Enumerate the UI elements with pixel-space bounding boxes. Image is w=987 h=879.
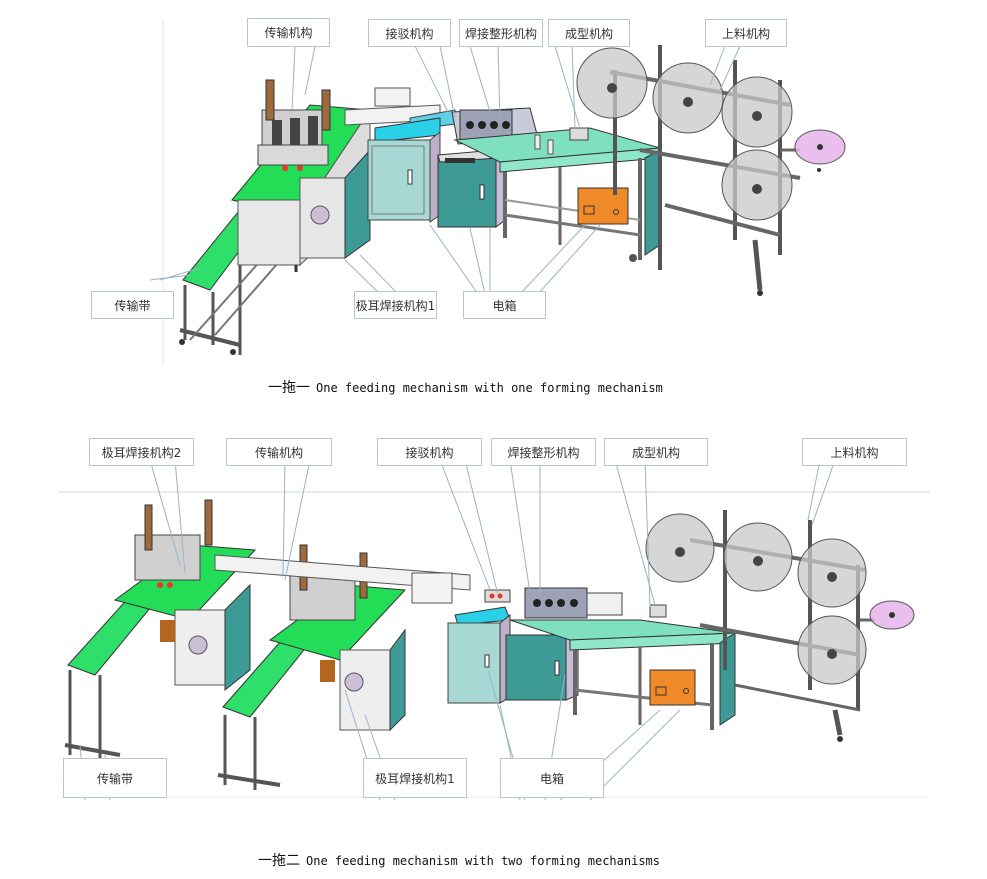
machine-illustration-one-to-two [58,459,930,801]
forming-station [231,79,371,272]
caption-cn: 一拖一 [268,380,310,396]
callout-forming-mechanism: 成型机构 [548,19,630,47]
callout-splicing-mechanism: 接驳机构 [377,438,482,466]
machine-illustration-one-to-one [149,20,846,365]
electric-cabinet-glass [367,117,441,223]
caption-one-to-two: 一拖二 One feeding mechanism with two formin… [258,850,660,870]
forming-table [509,604,736,730]
caption-en: One feeding mechanism with two forming m… [306,854,661,868]
transfer-rail [214,554,511,604]
forming-table [453,127,661,262]
transfer-rail [344,87,456,131]
callout-forming-mechanism: 成型机构 [604,438,708,466]
callout-conveyor-belt: 传输带 [91,291,174,319]
caption-one-to-one: 一拖一 One feeding mechanism with one formin… [268,377,663,397]
caption-cn: 一拖二 [258,853,300,869]
callout-transfer-mechanism: 传输机构 [226,438,332,466]
callout-weld-shaping-mechanism: 焊接整形机构 [491,438,596,466]
callout-conveyor-belt: 传输带 [63,758,167,798]
feeding-rack [645,510,915,742]
weld-shaping-unit [524,587,623,619]
callout-splicing-mechanism: 接驳机构 [368,19,451,47]
callout-electric-box: 电箱 [463,291,546,319]
callout-ear-loop-welding-2: 极耳焊接机构2 [89,438,194,466]
callout-weld-shaping-mechanism: 焊接整形机构 [459,19,543,47]
callout-ear-loop-welding-1: 极耳焊接机构1 [354,291,437,319]
callout-transfer-mechanism: 传输机构 [247,18,330,47]
diagram-one-to-two: 极耳焊接机构2 传输机构 接驳机构 焊接整形机构 成型机构 上料机构 传输带 极… [0,425,987,879]
callout-feeding-mechanism: 上料机构 [802,438,907,466]
callout-ear-loop-welding-1: 极耳焊接机构1 [363,758,467,798]
forming-station-a [64,499,257,760]
electric-cabinet-glass [447,606,511,704]
leader-lines [149,45,741,295]
forming-station-b [217,544,407,790]
caption-en: One feeding mechanism with one forming m… [316,381,663,395]
feeding-rack [576,45,846,296]
diagram-one-to-one: 传输机构 接驳机构 焊接整形机构 成型机构 上料机构 传输带 极耳焊接机构1 电… [0,0,987,410]
callout-feeding-mechanism: 上料机构 [705,19,787,47]
callout-electric-box: 电箱 [500,758,604,798]
